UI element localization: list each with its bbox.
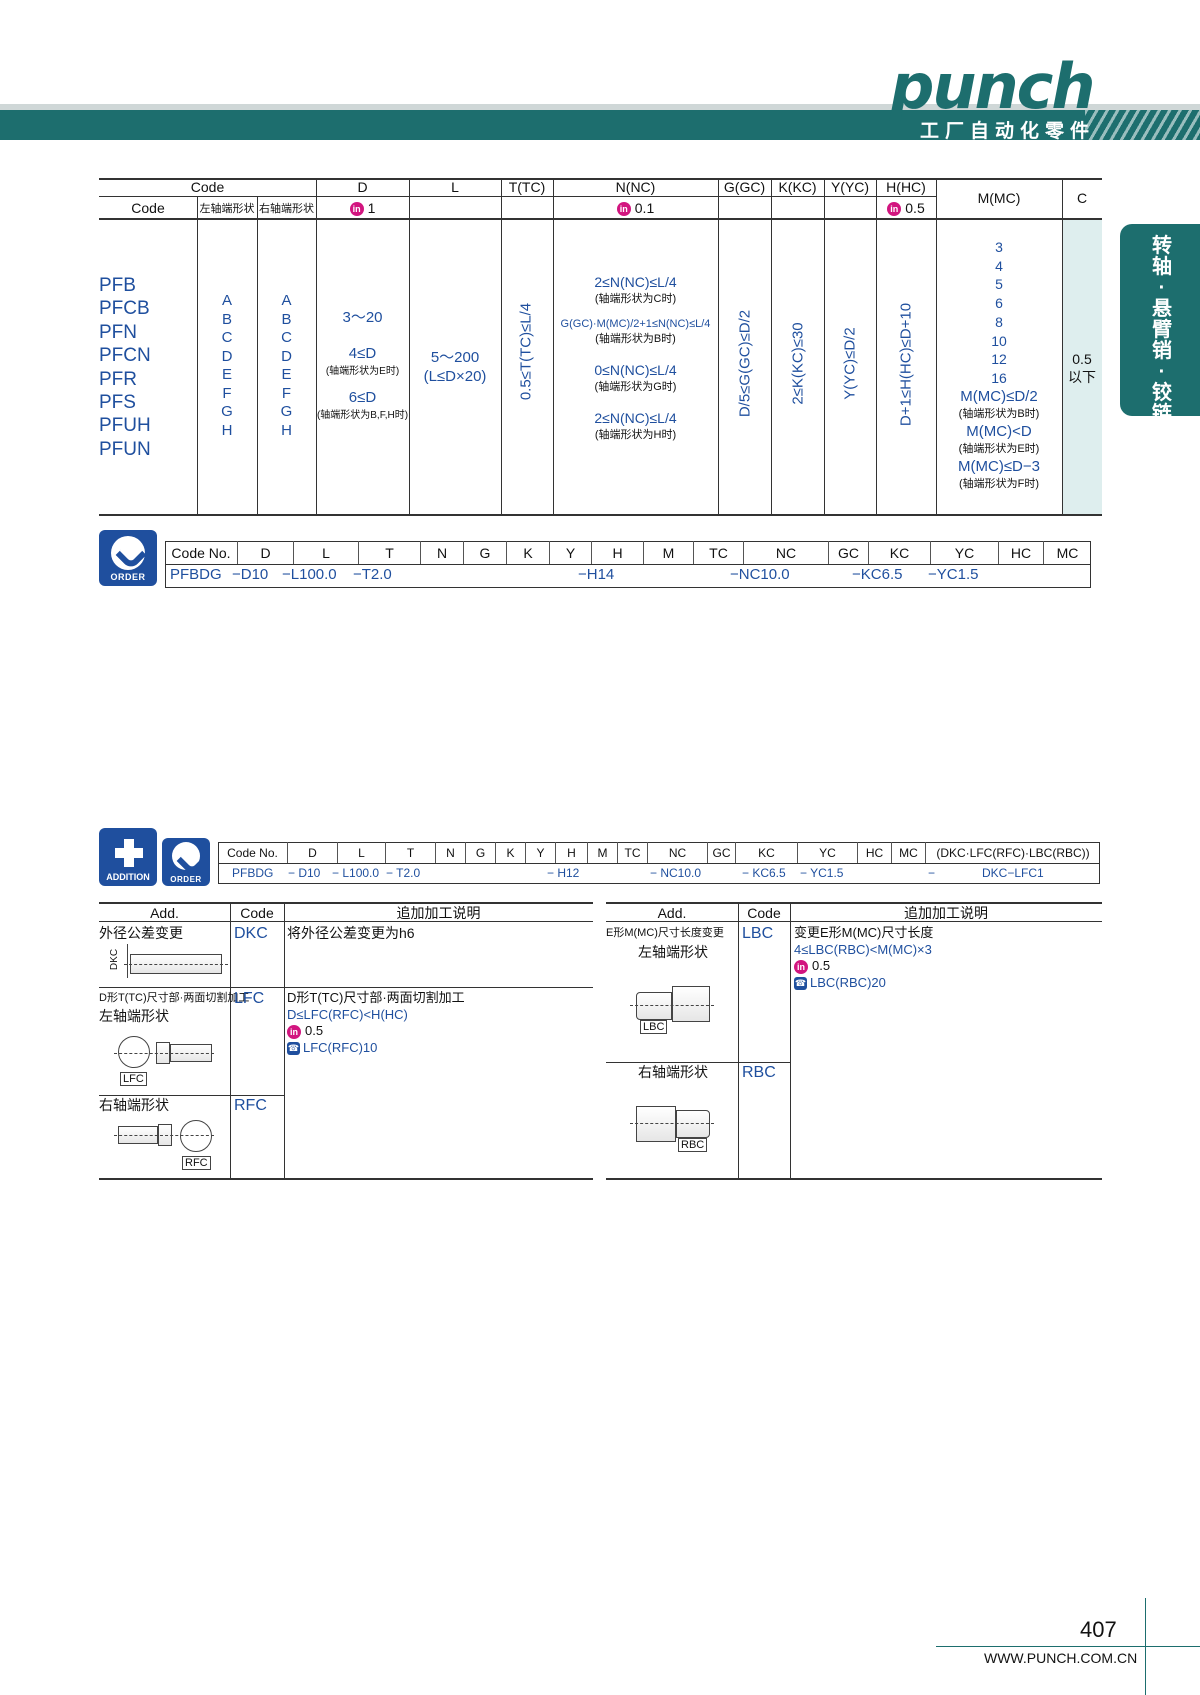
page-number: 407 bbox=[1080, 1617, 1117, 1642]
h-left-shape: 左轴端形状 bbox=[199, 203, 255, 215]
in-icon: in bbox=[794, 959, 808, 974]
dkc-name: 外径公差变更 bbox=[99, 925, 183, 941]
rbc-name: 右轴端形状 bbox=[638, 1064, 708, 1080]
dkc-desc: 将外径公差变更为h6 bbox=[287, 925, 415, 941]
h-code: Code bbox=[190, 179, 225, 195]
lfc-label: LFC bbox=[120, 1072, 147, 1086]
n-rules: 2≤N(NC)≤L/4 (轴端形状为C时) G(GC)·M(MC)/2+1≤N(… bbox=[560, 274, 711, 441]
phone-icon bbox=[111, 536, 145, 570]
header-band bbox=[0, 110, 1200, 140]
order2-headers: Code No. D L T N G K Y H M TC NC GC KC Y… bbox=[218, 842, 1100, 863]
rbc-code: RBC bbox=[742, 1064, 776, 1081]
order-icon: ORDER bbox=[162, 838, 210, 886]
h-k: K(KC) bbox=[778, 179, 817, 195]
side-tab-label: 转轴·悬臂销·铰链销 bbox=[1152, 235, 1172, 446]
code-item: PFUH bbox=[99, 415, 151, 437]
in-icon: in bbox=[287, 1024, 301, 1039]
order2-example: PFBDG − D10 − L100.0 − T2.0 − H12 − NC10… bbox=[232, 866, 1044, 880]
in-icon: in bbox=[349, 202, 364, 217]
h-t: T(TC) bbox=[508, 179, 546, 195]
header-band-light bbox=[0, 104, 1200, 112]
lbc-code: LBC bbox=[742, 925, 774, 942]
dkc-code: DKC bbox=[234, 925, 268, 942]
code-item: PFR bbox=[99, 368, 137, 390]
lbc-pin-drawing bbox=[636, 992, 672, 1020]
h-code2: Code bbox=[131, 200, 165, 216]
h-m: M(MC) bbox=[977, 190, 1021, 206]
rbc-pin-drawing bbox=[636, 1106, 676, 1142]
in-icon: in bbox=[887, 202, 902, 217]
rfc-end-view bbox=[180, 1120, 212, 1152]
d-rules: 3～20 4≤D (轴端形状为E时) 6≤D (轴端形状为B,F,H时) bbox=[316, 309, 409, 421]
h-y: Y(YC) bbox=[830, 179, 870, 195]
rfc-label: RFC bbox=[182, 1156, 211, 1170]
code-item: PFN bbox=[99, 321, 137, 343]
side-category-tab[interactable]: 转轴·悬臂销·铰链销 bbox=[1120, 224, 1200, 446]
lfc-name: D形T(TC)尺寸部·两面切割加工 bbox=[99, 992, 250, 1004]
m-rules: M(MC)≤D/2 (轴端形状为B时) M(MC)<D (轴端形状为E时) M(… bbox=[958, 388, 1040, 490]
h-g: G(GC) bbox=[723, 179, 766, 195]
code-item: PFCB bbox=[99, 298, 150, 320]
h-l: L bbox=[451, 179, 459, 195]
c-value: 0.5 以下 bbox=[1068, 351, 1096, 385]
order1-example: PFBDG −D10 −L100.0 −T2.0 −H14 −NC10.0 −K… bbox=[170, 566, 979, 583]
lbc-sub: 左轴端形状 bbox=[638, 944, 708, 960]
h-n: N(NC) bbox=[615, 179, 656, 195]
h-c: C bbox=[1076, 190, 1088, 206]
phone-icon bbox=[172, 842, 200, 870]
in-icon: in bbox=[616, 202, 631, 217]
code-item: PFB bbox=[99, 275, 136, 296]
lfc-code: LFC bbox=[234, 990, 265, 1007]
order1-headers: Code No. D L T N G K Y H M TC NC GC KC Y… bbox=[165, 541, 1091, 564]
addition-left-table: Add. Code 追加加工说明 外径公差变更 DKC 将外径公差变更为h6 D… bbox=[0, 0, 600, 1200]
dkc-dim-label: DKC bbox=[102, 944, 128, 978]
code-item: PFS bbox=[99, 392, 136, 414]
code-item: PFCN bbox=[99, 345, 151, 367]
rfc-code: RFC bbox=[234, 1097, 267, 1114]
footer-url[interactable]: WWW.PUNCH.COM.CN bbox=[984, 1650, 1138, 1666]
code-item: PFUN bbox=[99, 438, 151, 460]
l-rules: 5～200 (L≤D×20) bbox=[423, 349, 487, 385]
phone-icon: ☎ bbox=[287, 1041, 300, 1055]
lfc-end-view bbox=[118, 1036, 150, 1068]
phone-icon: ☎ bbox=[794, 976, 807, 990]
h-d: D bbox=[357, 179, 368, 195]
brand-tagline: 工厂自动化零件 bbox=[920, 121, 1096, 142]
lfc-sub: 左轴端形状 bbox=[99, 1008, 169, 1024]
order-icon: ORDER bbox=[99, 530, 157, 586]
brand-logo: punch bbox=[890, 50, 1096, 123]
addition-right-table: Add. Code 追加加工说明 E形M(MC)尺寸长度变更 左轴端形状 LBC… bbox=[606, 902, 1102, 1180]
rfc-name: 右轴端形状 bbox=[99, 1097, 169, 1113]
spec-table: Code D L T(TC) N(NC) G(GC) K(KC) Y(YC) H… bbox=[0, 0, 1200, 520]
header-stripes bbox=[1085, 110, 1200, 140]
lbc-label: LBC bbox=[640, 1020, 668, 1034]
code-list: PFB PFCB PFN PFCN PFR PFS PFUH PFUN bbox=[99, 274, 151, 461]
addition-icon: ADDITION bbox=[99, 828, 157, 886]
lbc-name: E形M(MC)尺寸长度变更 bbox=[606, 927, 724, 939]
rbc-label: RBC bbox=[678, 1138, 708, 1152]
h-right-shape: 右轴端形状 bbox=[259, 203, 314, 215]
h-h: H(HC) bbox=[886, 179, 926, 195]
